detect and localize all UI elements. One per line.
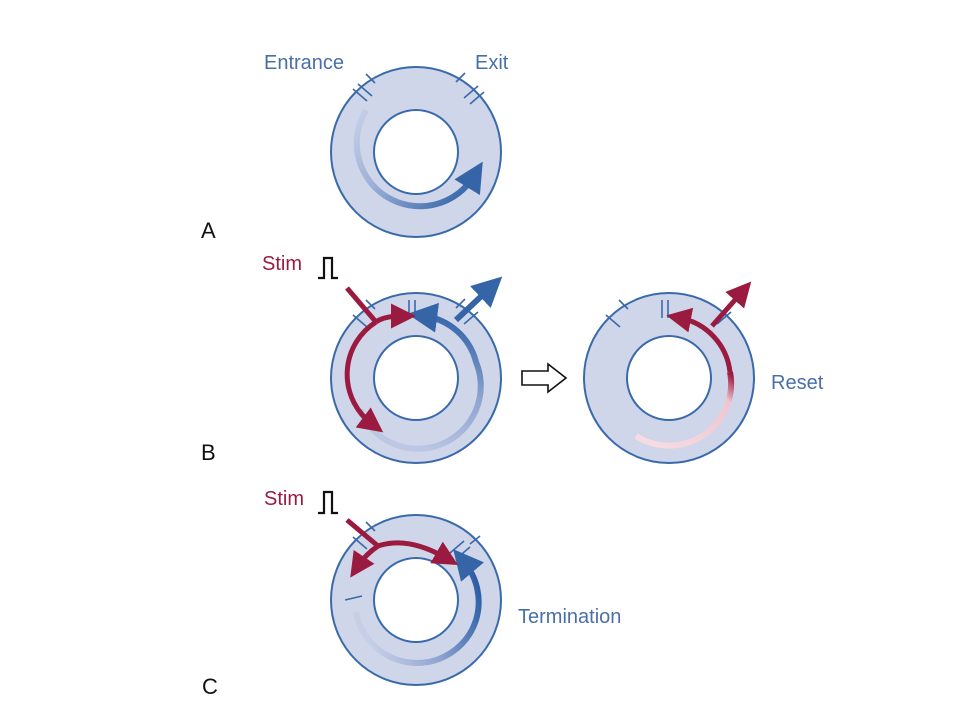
panel-a-entrance-marker [352,73,376,102]
panel-b-label: B [201,440,216,465]
panel-b-exit-marker [455,298,479,325]
panel-b-red-right-arrow [374,303,416,329]
panel-c-red-left-arrow [350,543,380,578]
panel-b-blue-exit-arrow [453,276,503,323]
panel-b-blue-orbit-arrow [357,302,484,452]
panel-c-entrance-marker [344,521,376,601]
panel-b-entrance-marker [352,299,376,328]
panel-a-exit-marker [455,72,485,105]
stimulus-pulse-icon [318,256,338,280]
panel-c-blue-wave-arrow [353,549,484,666]
termination-label: Termination [518,606,622,628]
panel-c-label: C [202,674,218,699]
entrance-label: Entrance [264,52,345,74]
panel-a-wave-arrow [353,108,483,210]
stimulus-pulse-icon [318,490,338,515]
exit-label: Exit [475,52,509,74]
hollow-right-arrow-icon [521,362,568,394]
panel-b-red-down-arrow [344,319,384,433]
panel-b-stim-entry-arrow [345,286,378,324]
reset-entrance-marker [605,299,629,328]
stim-label-b: Stim [262,253,302,275]
stim-label-c: Stim [264,488,304,510]
reset-label: Reset [771,372,824,394]
panel-c-red-right-arrow [377,540,459,566]
reset-red-exit-arrow [710,281,752,328]
panel-a-label: A [201,218,216,243]
reset-exit-marker [716,311,732,325]
reset-red-orbit-arrow [666,307,733,373]
panel-c-stim-entry-arrow [345,518,380,548]
reset-faded-wave [634,371,735,449]
